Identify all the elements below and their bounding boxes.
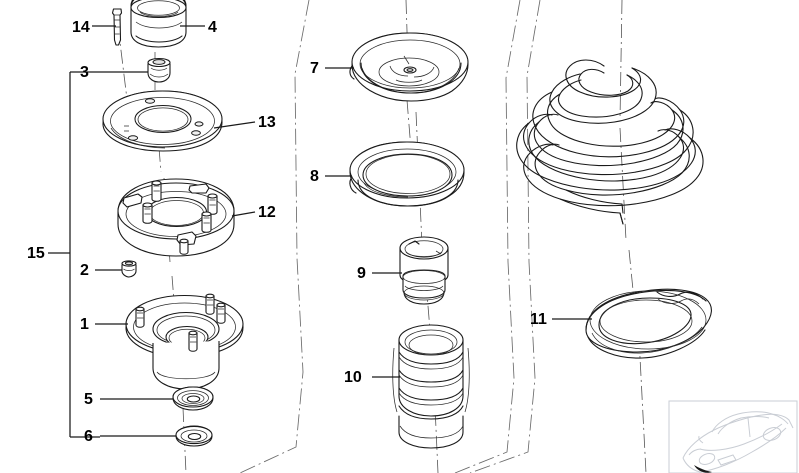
callout-label-8[interactable]: 8 bbox=[310, 168, 319, 185]
part-1-strut-mount bbox=[125, 293, 244, 390]
leader-lines bbox=[48, 25, 592, 437]
part-10-dust-boot bbox=[392, 324, 470, 449]
right-column-center-axis bbox=[619, 0, 647, 473]
part-3-nut bbox=[147, 57, 171, 83]
callout-label-14[interactable]: 14 bbox=[72, 19, 90, 36]
part-5-washer-large bbox=[172, 386, 214, 411]
callout-label-4[interactable]: 4 bbox=[208, 19, 217, 36]
callout-label-9[interactable]: 9 bbox=[357, 265, 366, 282]
callout-label-6[interactable]: 6 bbox=[84, 428, 93, 445]
part-13-support-disc bbox=[102, 90, 223, 152]
callout-label-15[interactable]: 15 bbox=[27, 245, 45, 262]
part-12-spacer-ring bbox=[117, 178, 235, 257]
callout-label-2[interactable]: 2 bbox=[80, 262, 89, 279]
callout-label-5[interactable]: 5 bbox=[84, 391, 93, 408]
callout-label-3[interactable]: 3 bbox=[80, 64, 89, 81]
callout-label-10[interactable]: 10 bbox=[344, 369, 362, 386]
part-6-washer-small bbox=[175, 425, 213, 447]
part-11-lower-spring-pad bbox=[585, 288, 712, 359]
part-2-small-nut bbox=[121, 260, 137, 278]
part-4-upper-cap bbox=[130, 0, 187, 48]
group-boundary-middle bbox=[239, 0, 521, 473]
callout-label-11[interactable]: 11 bbox=[530, 311, 547, 328]
callout-label-13[interactable]: 13 bbox=[258, 114, 276, 131]
callout-label-1[interactable]: 1 bbox=[80, 316, 89, 333]
coil-spring bbox=[516, 59, 704, 225]
group-boundary-right bbox=[469, 0, 541, 473]
part-14-bolt bbox=[111, 8, 123, 46]
callout-label-12[interactable]: 12 bbox=[258, 204, 276, 221]
bracket-15 bbox=[69, 71, 100, 438]
vehicle-thumbnail bbox=[668, 400, 798, 473]
callout-label-7[interactable]: 7 bbox=[310, 60, 319, 77]
part-8-spring-seat-ring bbox=[349, 141, 465, 207]
part-7-spring-pad-upper bbox=[349, 32, 469, 102]
part-9-bump-stop-collar bbox=[399, 236, 449, 305]
